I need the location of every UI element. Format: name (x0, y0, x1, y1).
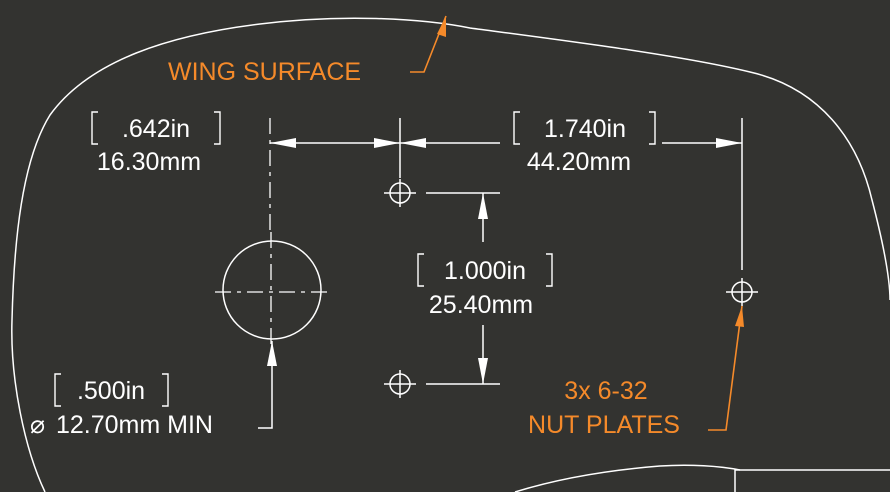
arrow-left-end (374, 138, 400, 148)
bracket-left-spacing (91, 111, 221, 145)
arrow-vertical-top (478, 193, 488, 219)
vertical-spacing-metric: 25.40mm (429, 291, 533, 319)
crosshair-circle-icon (384, 370, 416, 398)
nut-plates-label-line1: 3x 6-32 (564, 377, 647, 405)
bracket-vertical-spacing (417, 253, 553, 287)
nut-plates-label-line2: NUT PLATES (528, 411, 680, 439)
arrow-right-start (400, 138, 426, 148)
nut-plates-leader (708, 305, 743, 431)
vertical-spacing-imperial: 1.000in (444, 257, 526, 285)
arrow-left-start (270, 138, 296, 148)
arrow-vertical-bottom (478, 358, 488, 384)
bracket-right-spacing (513, 111, 656, 145)
diameter-icon: ⌀ (30, 411, 45, 439)
left-spacing-metric: 16.30mm (97, 148, 201, 176)
wing-surface-leader-arrow (437, 16, 446, 37)
hole-diameter-metric: 12.70mm MIN (56, 411, 213, 439)
bracket-hole-diameter (54, 373, 169, 407)
corner-frame (734, 469, 890, 492)
wing-surface-label: WING SURFACE (168, 58, 361, 86)
left-spacing-imperial: .642in (122, 115, 190, 143)
diameter-leader (258, 341, 273, 429)
wing-surface-leader (410, 15, 447, 73)
nut-plates-leader-arrow (735, 306, 744, 327)
crosshair-circle-icon (726, 278, 758, 306)
wing-surface-outline-lower (514, 464, 741, 492)
wing-surface-outline (11, 17, 890, 492)
right-spacing-imperial: 1.740in (544, 115, 626, 143)
right-spacing-metric: 44.20mm (527, 148, 631, 176)
crosshair-circle-icon (384, 179, 416, 207)
arrow-right-end (716, 138, 742, 148)
diameter-leader-arrow (267, 341, 277, 366)
hole-diameter-imperial: .500in (77, 377, 145, 405)
large-hole (222, 240, 322, 340)
